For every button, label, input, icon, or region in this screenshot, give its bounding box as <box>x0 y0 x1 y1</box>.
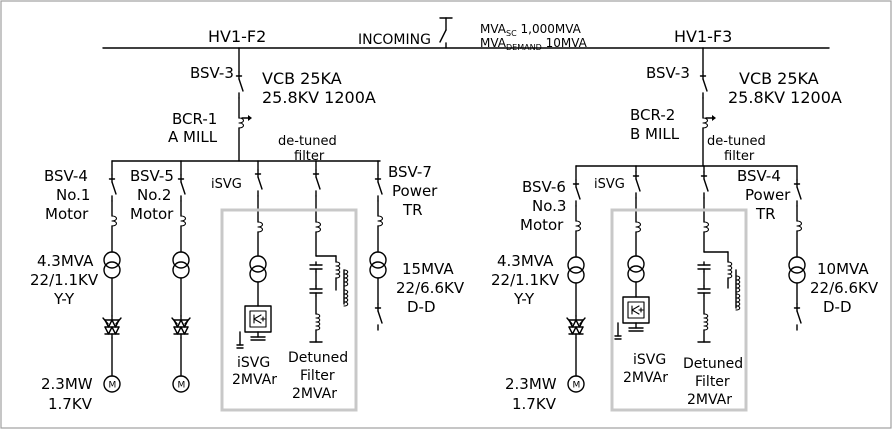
right-bsv4-line2: Power <box>745 186 791 204</box>
mva-sc-label: MVASC 1,000MVA <box>480 22 582 38</box>
motor-symbol: M <box>109 381 117 391</box>
left-filt-line3: 2MVAr <box>292 386 337 402</box>
right-motor-line1: 2.3MW <box>505 375 557 393</box>
left-ptr-line2: 22/6.6KV <box>396 279 465 297</box>
left-vcb-line1: VCB 25KA <box>262 69 342 88</box>
left-bsv3-label: BSV-3 <box>190 64 234 82</box>
left-filter-feeder <box>309 160 349 343</box>
right-tr-line2: 22/1.1KV <box>491 271 560 289</box>
right-bsv6-line1: BSV-6 <box>522 178 566 196</box>
left-bsv4-line1: BSV-4 <box>44 167 88 185</box>
left-bsv5-line2: No.2 <box>137 186 171 204</box>
left-bsv7-line3: TR <box>402 201 423 219</box>
right-bsv6-line3: Motor <box>520 216 564 234</box>
right-bsv4-line1: BSV-4 <box>737 167 781 185</box>
left-bsv7-line2: Power <box>392 182 438 200</box>
right-ptr-line2: 22/6.6KV <box>810 279 879 297</box>
left-filt-line2: Filter <box>300 368 335 384</box>
right-compensation-box <box>610 208 748 412</box>
right-filter-line1: de-tuned <box>707 134 766 149</box>
right-filter-feeder <box>697 165 741 343</box>
left-bsv7-line1: BSV-7 <box>388 163 432 181</box>
motor-symbol: M <box>178 381 186 391</box>
mva-demand-label: MVADEMAND 10MVA <box>480 36 588 52</box>
right-isvg-label: iSVG <box>594 177 625 192</box>
right-filt-line2: Filter <box>695 374 730 390</box>
incoming-label: INCOMING <box>358 32 431 48</box>
left-system: HV1-F2 BSV-3 VCB 25KA 25.8KV 1200A BCR-1… <box>30 27 465 413</box>
left-motor1-feeder: M <box>102 160 122 393</box>
left-filt-line1: Detuned <box>288 350 348 366</box>
left-vcb-line2: 25.8KV 1200A <box>262 88 376 107</box>
left-tr-line1: 4.3MVA <box>37 252 94 270</box>
right-bsv4-line3: TR <box>755 205 776 223</box>
left-filter-line2: filter <box>294 149 325 164</box>
left-bsv4-line3: Motor <box>45 205 89 223</box>
left-ptr-line3: D-D <box>407 298 436 316</box>
left-bsv5-line3: Motor <box>130 205 174 223</box>
right-motor-line2: 1.7KV <box>512 395 557 413</box>
left-motor-line1: 2.3MW <box>41 375 93 393</box>
left-svg-line2: 2MVAr <box>232 372 277 388</box>
left-compensation-box <box>220 208 358 412</box>
left-tr-line3: Y-Y <box>53 290 75 308</box>
left-feeder-label: HV1-F2 <box>208 27 266 46</box>
right-filt-line3: 2MVAr <box>687 392 732 408</box>
left-bcr-line1: BCR-1 <box>172 110 217 128</box>
right-vcb-line2: 25.8KV 1200A <box>728 88 842 107</box>
left-isvg-label: iSVG <box>211 177 242 192</box>
left-ptr-line1: 15MVA <box>402 260 454 278</box>
right-tr-line3: Y-Y <box>513 290 535 308</box>
left-tr-line2: 22/1.1KV <box>30 271 99 289</box>
left-motor2-feeder: M <box>171 160 191 393</box>
right-ptr-line3: D-D <box>823 298 852 316</box>
right-bcr-line1: BCR-2 <box>630 106 675 124</box>
right-power-tr-feeder <box>788 165 806 331</box>
right-svg-line1: iSVG <box>633 352 666 368</box>
left-svg-line1: iSVG <box>237 355 270 371</box>
right-bcr-line2: B MILL <box>630 125 680 143</box>
left-bsv5-line1: BSV-5 <box>130 167 174 185</box>
right-filt-line1: Detuned <box>683 356 743 372</box>
motor-symbol: M <box>573 381 581 391</box>
left-bsv4-line2: No.1 <box>56 186 90 204</box>
left-bcr-line2: A MILL <box>168 128 218 146</box>
right-tr-line1: 4.3MVA <box>497 252 554 270</box>
left-filter-line1: de-tuned <box>278 134 337 149</box>
right-ptr-line1: 10MVA <box>817 260 869 278</box>
right-filter-line2: filter <box>724 149 755 164</box>
right-feeder-label: HV1-F3 <box>674 27 732 46</box>
right-motor3-feeder: M <box>566 165 586 393</box>
right-bsv6-line2: No.3 <box>532 197 566 215</box>
left-motor-line2: 1.7KV <box>48 395 93 413</box>
incoming-feed: INCOMING MVASC 1,000MVA MVADEMAND 10MVA <box>102 17 830 52</box>
right-svg-line2: 2MVAr <box>623 370 668 386</box>
right-bsv3-label: BSV-3 <box>646 64 690 82</box>
right-vcb-line1: VCB 25KA <box>739 69 819 88</box>
left-power-tr-feeder <box>369 160 387 331</box>
right-system: HV1-F3 BSV-3 VCB 25KA 25.8KV 1200A BCR-2… <box>491 27 879 413</box>
